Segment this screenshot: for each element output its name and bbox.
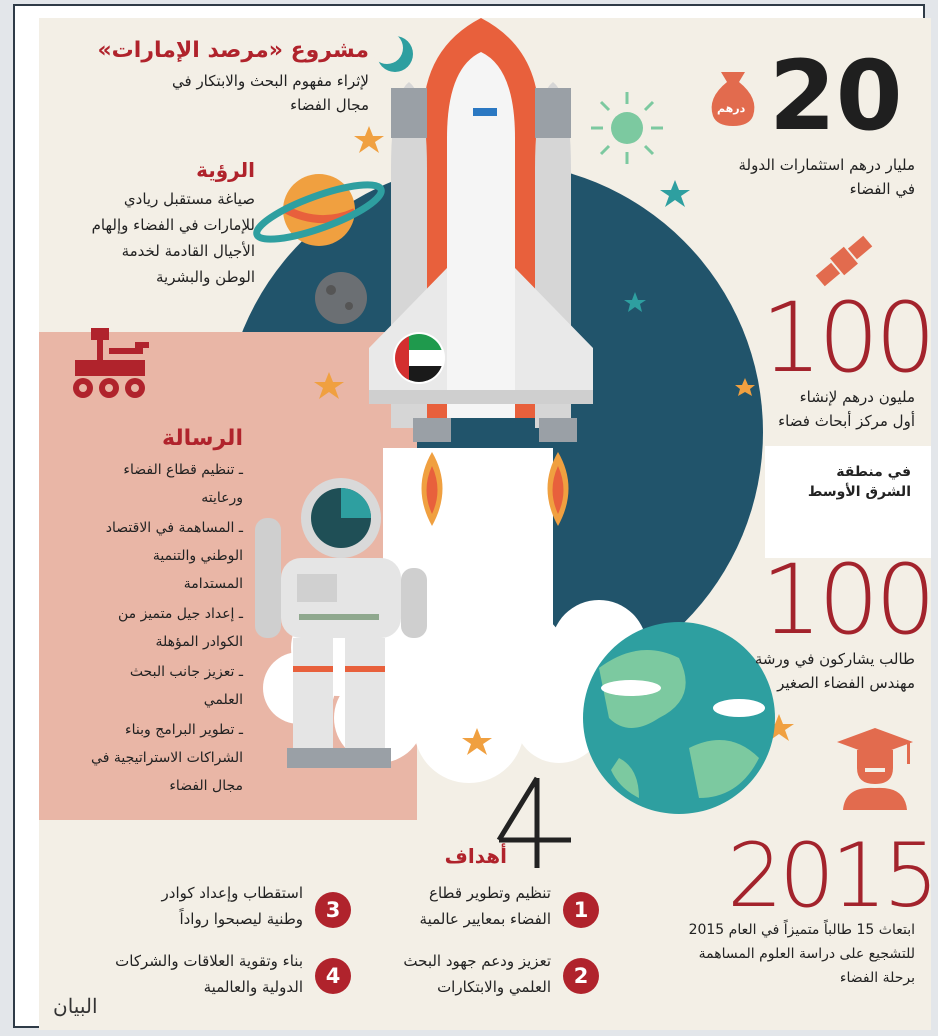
goal-line: تعزيز ودعم جهود البحث xyxy=(403,952,551,970)
region-line-2: الشرق الأوسط xyxy=(807,484,911,500)
vision-line-4: الوطن والبشرية xyxy=(156,268,255,286)
students-number: 100 xyxy=(761,544,931,656)
four-figure xyxy=(496,776,571,868)
vision-line-2: للإمارات في الفضاء وإلهام xyxy=(91,216,255,234)
rover-icon xyxy=(73,328,149,398)
center-line-1: مليون درهم لإنشاء xyxy=(799,388,915,406)
ringed-planet xyxy=(253,174,385,246)
goals-label: أهداف xyxy=(444,844,507,868)
mission-line: ـ المساهمة في الاقتصاد xyxy=(105,520,243,536)
center-number: 100 xyxy=(761,282,931,394)
mission-line: المستدامة xyxy=(183,576,243,592)
goal-badge: 1 xyxy=(563,892,599,928)
goal-line: العلمي والابتكارات xyxy=(437,978,551,996)
mission-line: ـ تنظيم قطاع الفضاء xyxy=(123,462,243,478)
vision-title: الرؤية xyxy=(196,158,255,182)
investment-number: 20 xyxy=(769,40,903,152)
sun-icon xyxy=(591,92,663,164)
mission-line: مجال الفضاء xyxy=(169,778,243,794)
region-panel xyxy=(765,446,931,558)
project-title: مشروع «مرصد الإمارات» xyxy=(97,38,369,63)
investment-line-2: في الفضاء xyxy=(849,180,915,198)
crescent-moon-icon xyxy=(371,32,413,72)
mission-line: ـ تطوير البرامج وبناء xyxy=(125,722,243,738)
goal-badge: 4 xyxy=(315,958,351,994)
astronaut xyxy=(255,478,427,768)
goal-line: استقطاب وإعداد كوادر xyxy=(161,884,303,902)
mission-line: الوطني والتنمية xyxy=(152,548,243,564)
goal-line: بناء وتقوية العلاقات والشركات xyxy=(115,952,303,970)
vision-line-1: صياغة مستقبل ريادي xyxy=(123,190,255,208)
grey-moon xyxy=(315,272,367,324)
project-line-2: مجال الفضاء xyxy=(290,96,369,114)
year-number: 2015 xyxy=(727,824,931,927)
graduate-icon xyxy=(837,728,913,810)
satellite-icon xyxy=(815,235,873,287)
mission-line: ورعايته xyxy=(201,490,243,506)
stars xyxy=(314,126,794,755)
mission-line: الكوادر المؤهلة xyxy=(155,634,243,650)
mission-list: ـ تنظيم قطاع الفضاء ورعايته ـ المساهمة ف… xyxy=(43,462,243,806)
money-bag-label: درهم xyxy=(717,102,746,115)
mission-line: العلمي xyxy=(203,692,243,708)
year-line-1: ابتعاث 15 طالباً متميزاً في العام 2015 xyxy=(688,922,915,938)
investment-line-1: مليار درهم استثمارات الدولة xyxy=(738,156,916,174)
goal-badge: 2 xyxy=(563,958,599,994)
students-line-1: طالب يشاركون في ورشة xyxy=(754,650,915,668)
infographic-poster: درهم مشروع «مرصد xyxy=(39,18,931,1030)
year-line-3: برحلة الفضاء xyxy=(839,970,915,986)
albayan-logo: البيان xyxy=(53,994,98,1018)
students-line-2: مهندس الفضاء الصغير xyxy=(777,674,915,692)
goal-line: الفضاء بمعايير عالمية xyxy=(419,910,551,928)
goal-line: الدولية والعالمية xyxy=(203,978,303,996)
center-line-2: أول مركز أبحاث فضاء xyxy=(778,412,915,430)
earth-globe xyxy=(583,622,775,814)
mission-line: ـ تعزيز جانب البحث xyxy=(129,664,243,680)
vision-line-3: الأجيال القادمة لخدمة xyxy=(121,242,255,260)
poster-frame: درهم مشروع «مرصد xyxy=(13,4,931,1030)
space-shuttle xyxy=(369,18,593,526)
goal-badge: 3 xyxy=(315,892,351,928)
mission-title: الرسالة xyxy=(162,426,243,451)
space-illustration xyxy=(253,18,794,868)
goal-line: تنظيم وتطوير قطاع xyxy=(429,884,551,902)
money-bag-icon: درهم xyxy=(703,58,763,128)
project-line-1: لإثراء مفهوم البحث والابتكار في xyxy=(172,72,369,90)
mission-line: الشراكات الاستراتيجية في xyxy=(91,750,243,766)
year-line-2: للتشجيع على دراسة العلوم المساهمة xyxy=(698,946,915,962)
region-line-1: في منطقة xyxy=(836,464,911,480)
goals-count: 4 xyxy=(39,18,40,19)
goal-line: وطنية ليصبحوا رواداً xyxy=(179,910,303,928)
mission-line: ـ إعداد جيل متميز من xyxy=(117,606,243,622)
